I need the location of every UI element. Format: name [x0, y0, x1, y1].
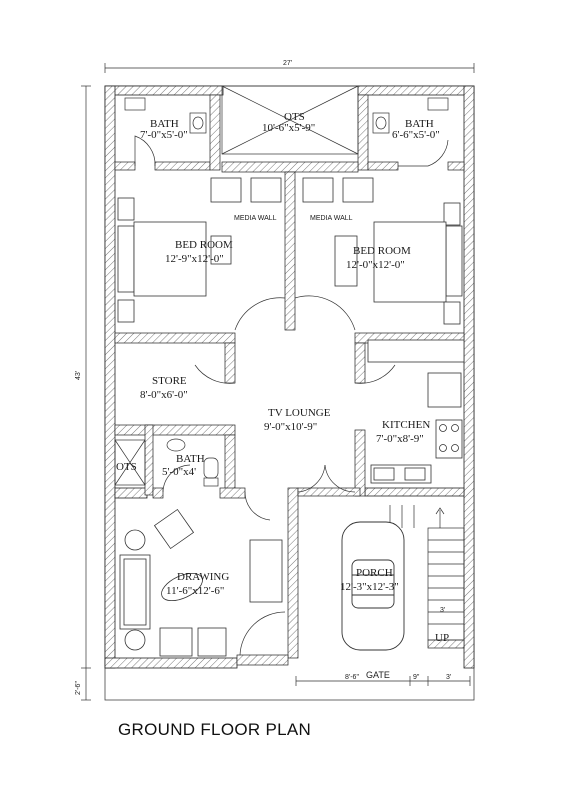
gate-side-b-label: 3': [446, 674, 451, 681]
bath-fixtures: [124, 97, 449, 487]
bedroom-left-name: BED ROOM: [175, 239, 233, 251]
setback-label: 2'-6": [75, 681, 82, 695]
drawing-name: DRAWING: [177, 571, 229, 583]
car-outline: [341, 521, 405, 651]
bath-small-name: BATH: [176, 453, 205, 465]
gate-label: GATE: [366, 670, 390, 680]
staircase: [389, 505, 465, 641]
ots-top-size: 10'-6"x5'-9": [262, 122, 315, 134]
media-wall-left-label: MEDIA WALL: [234, 215, 277, 222]
drawing-size: 11'-6"x12'-6": [166, 585, 224, 597]
stair-up-label: UP: [435, 632, 449, 644]
bath-left-size: 7'-0"x5'-0": [140, 129, 188, 141]
kitchen-fixtures: [367, 339, 465, 484]
porch-size: 12'-3"x12'-3": [340, 581, 399, 593]
interior-walls: [114, 94, 465, 666]
store-name: STORE: [152, 375, 187, 387]
tv-lounge-size: 9'-0"x10'-9": [264, 421, 317, 433]
doors: [134, 135, 449, 656]
ots-small-name: OTS: [116, 461, 137, 473]
overall-width-label: 27': [283, 60, 292, 67]
dimension-lines: [81, 63, 475, 701]
bath-right-name: BATH: [405, 118, 434, 130]
ots-top-void: [221, 85, 359, 155]
stair-width-label: 3': [440, 607, 445, 614]
porch-name: PORCH: [356, 567, 393, 579]
bath-left-name: BATH: [150, 118, 179, 130]
bedroom-right-size: 12'-0"x12'-0": [346, 259, 405, 271]
bath-right-size: 6'-6"x5'-0": [392, 129, 440, 141]
gate-width-label: 8'-6": [345, 674, 359, 681]
outer-walls: [104, 85, 475, 669]
media-wall-furniture: [210, 177, 374, 203]
tv-lounge-name: TV LOUNGE: [268, 407, 331, 419]
gate-side-a-label: 9": [413, 674, 420, 681]
overall-depth-label: 43': [75, 371, 82, 380]
ots-small-void: [114, 439, 146, 486]
store-size: 8'-0"x6'-0": [140, 389, 188, 401]
drawing-furniture: [119, 508, 283, 657]
ots-top-name: OTS: [284, 111, 305, 123]
plan-title: GROUND FLOOR PLAN: [118, 720, 312, 739]
bedroom-furniture: [117, 197, 463, 325]
media-wall-right-label: MEDIA WALL: [310, 215, 353, 222]
kitchen-size: 7'-0"x8'-9": [376, 433, 424, 445]
bedroom-right-name: BED ROOM: [353, 245, 411, 257]
bedroom-left-size: 12'-9"x12'-0": [165, 253, 224, 265]
bath-small-size: 5'-0"x4': [162, 466, 196, 478]
kitchen-name: KITCHEN: [382, 419, 430, 431]
